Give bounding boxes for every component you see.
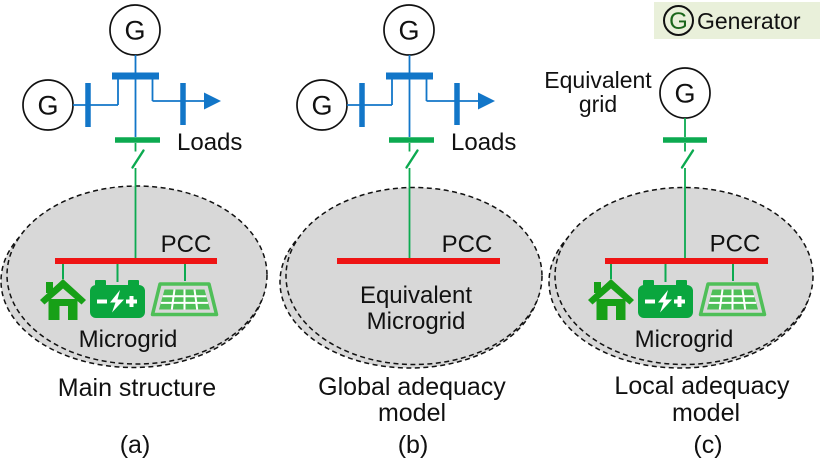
breaker-switch-icon bbox=[680, 149, 695, 169]
generator-label: G bbox=[311, 91, 332, 121]
pcc-label: PCC bbox=[710, 231, 761, 258]
microgrid-label: Microgrid bbox=[79, 326, 178, 353]
panel-c-caption-line2: model bbox=[672, 399, 740, 427]
microgrid-boundary-ellipse bbox=[554, 186, 814, 366]
pcc-label: PCC bbox=[442, 231, 493, 258]
breaker-switch-icon bbox=[405, 149, 419, 169]
panel-c-tag: (c) bbox=[693, 431, 722, 458]
panel-c-caption-line1: Local adequacy bbox=[614, 372, 790, 400]
microgrid-label: Microgrid bbox=[635, 326, 734, 353]
panel-a-tag: (a) bbox=[120, 431, 151, 458]
legend: G Generator bbox=[654, 2, 820, 39]
legend-generator-circle-icon bbox=[663, 5, 694, 36]
loads-arrow-icon bbox=[478, 92, 495, 110]
panel-b-tag: (b) bbox=[398, 431, 429, 458]
equivalent-grid-label-line1: Equivalent bbox=[544, 67, 652, 93]
breaker-switch-icon bbox=[131, 149, 145, 169]
equivalent-microgrid-label-line1: Equivalent bbox=[360, 282, 472, 309]
legend-box bbox=[654, 2, 820, 39]
panel-c-grid: Equivalent grid G bbox=[544, 67, 711, 169]
panel-a-grid: G G Loads bbox=[22, 4, 242, 169]
loads-arrow-icon bbox=[204, 92, 221, 110]
panel-b-grid: G G Loads bbox=[296, 4, 516, 169]
generator-label: G bbox=[674, 79, 695, 109]
panel-b-caption-line1: Global adequacy bbox=[318, 373, 506, 401]
legend-generator-symbol: G bbox=[669, 8, 688, 35]
generator-label: G bbox=[124, 16, 145, 46]
panel-a-caption: Main structure bbox=[58, 374, 216, 402]
equivalent-microgrid-label-line2: Microgrid bbox=[367, 308, 466, 335]
panel-b-microgrid-boundary bbox=[279, 186, 543, 369]
equivalent-grid-label-line2: grid bbox=[579, 91, 617, 117]
generator-label: G bbox=[37, 91, 58, 121]
panel-b-caption-line2: model bbox=[378, 399, 446, 427]
microgrid-boundary-ellipse bbox=[285, 186, 543, 366]
loads-label: Loads bbox=[451, 129, 516, 156]
pcc-label: PCC bbox=[161, 231, 212, 258]
loads-label: Loads bbox=[177, 129, 242, 156]
generator-label: G bbox=[398, 16, 419, 46]
legend-generator-label: Generator bbox=[697, 8, 801, 34]
